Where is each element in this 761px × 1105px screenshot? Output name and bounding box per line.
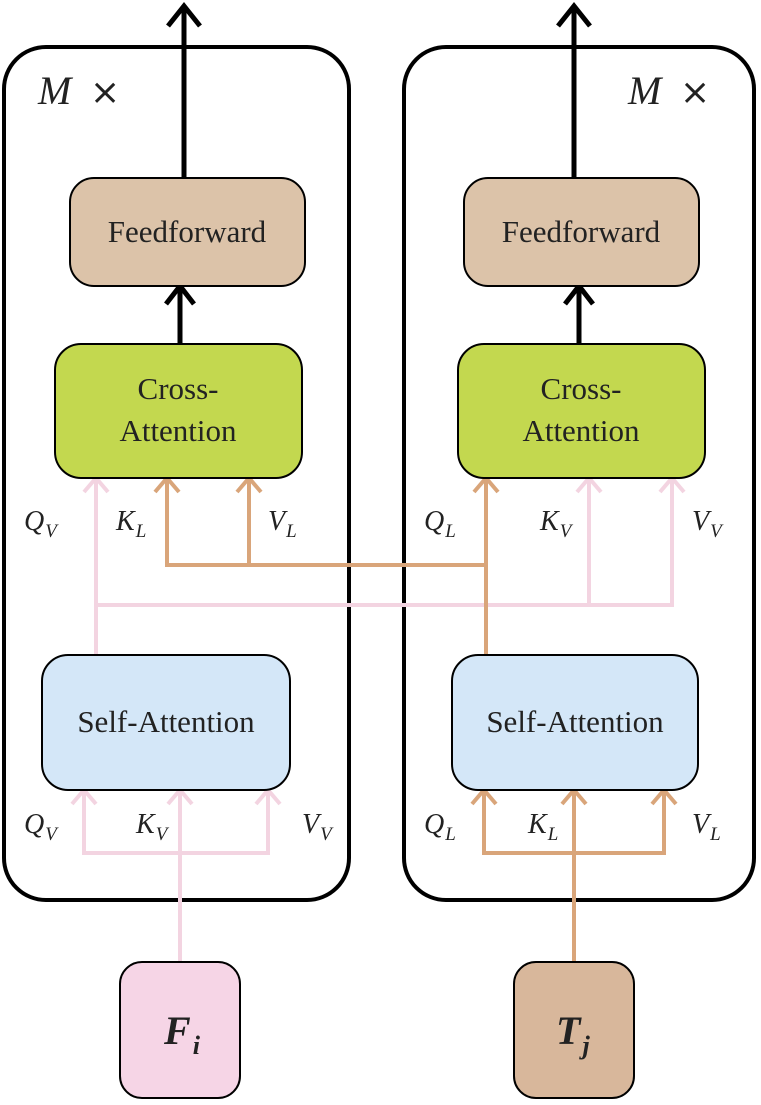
left-self-k-label: KV — [135, 809, 170, 845]
left-self-v-label: VV — [302, 809, 334, 845]
left-encoder-block — [2, 45, 351, 902]
right-repeat-label: M — [627, 68, 664, 113]
left-cross-k-label: KL — [115, 506, 146, 542]
language-feature-lines — [165, 478, 666, 962]
left-repeat-label: M — [37, 68, 74, 113]
right-self-k-label: KL — [527, 809, 558, 845]
left-cross-attention-label-1: Cross- — [138, 371, 219, 406]
right-cross-attention-box — [457, 343, 706, 479]
right-cross-v-label: VV — [692, 506, 724, 542]
right-repeat-symbol: × — [680, 72, 710, 113]
left-cross-q-label: QV — [24, 506, 59, 542]
left-repeat-symbol: × — [90, 72, 120, 113]
right-output-arrow — [556, 1, 592, 178]
right-cross-attention-label-1: Cross- — [541, 371, 622, 406]
right-self-v-label: VL — [692, 809, 721, 845]
left-output-arrow — [166, 1, 202, 178]
right-self-attention-label: Self-Attention — [486, 704, 664, 739]
right-feedforward-label: Feedforward — [502, 214, 661, 249]
left-cross-attention-label-2: Attention — [119, 413, 237, 448]
left-cross-to-feedforward-arrow — [164, 281, 196, 344]
left-feedforward-label: Feedforward — [108, 214, 267, 249]
right-cross-to-feedforward-arrow — [563, 281, 595, 344]
right-cross-attention-label-2: Attention — [522, 413, 640, 448]
visual-feature-lines — [82, 478, 674, 962]
left-cross-attention-box — [54, 343, 303, 479]
right-cross-k-label: KV — [539, 506, 574, 542]
left-self-q-label: QV — [24, 809, 59, 845]
left-cross-v-label: VL — [268, 506, 297, 542]
left-feedforward-box — [69, 177, 306, 287]
text-input-box — [513, 961, 635, 1099]
right-self-attention-box — [451, 654, 699, 791]
visual-input-box — [119, 961, 241, 1099]
left-self-attention-label: Self-Attention — [77, 704, 255, 739]
right-cross-q-label: QL — [424, 506, 456, 542]
left-self-attention-box — [41, 654, 291, 791]
right-feedforward-box — [463, 177, 700, 287]
right-self-q-label: QL — [424, 809, 456, 845]
right-encoder-block — [402, 45, 756, 902]
visual-input-label: Fi — [163, 1008, 201, 1060]
